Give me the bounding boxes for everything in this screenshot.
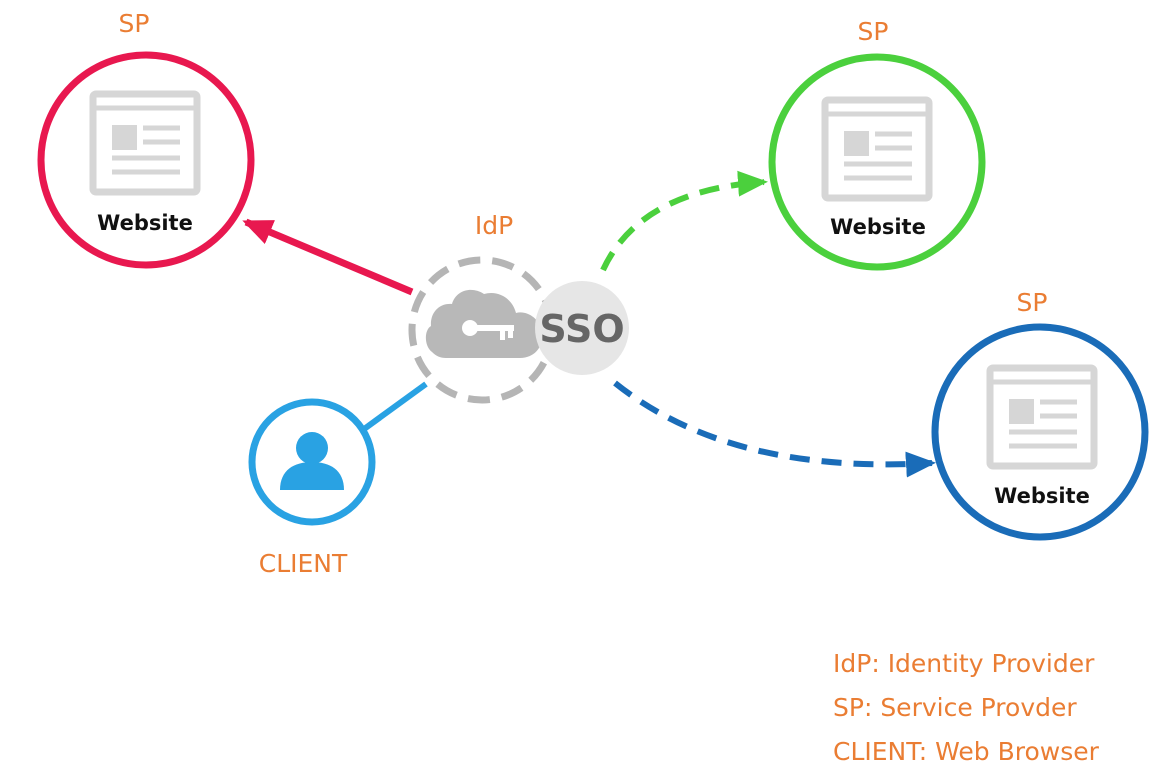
user-icon (280, 432, 344, 490)
idp-node: IdP SSO (408, 211, 629, 404)
legend-item-sp: SP: Service Provder (833, 693, 1077, 722)
sso-badge (535, 281, 629, 375)
sp-node-2: SP Website (768, 17, 986, 271)
browser-page-icon (986, 364, 1098, 470)
sp-node-3: SP Website (931, 288, 1149, 541)
idp-label: IdP (475, 211, 513, 240)
client-to-idp-connector (358, 381, 428, 435)
sp3-role-label: SP (1017, 288, 1048, 317)
client-node: CLIENT (248, 398, 376, 578)
sp1-website-label: Website (97, 211, 193, 235)
client-label: CLIENT (259, 549, 348, 578)
browser-page-icon (821, 96, 933, 202)
sp3-website-label: Website (994, 484, 1090, 508)
idp-to-sp1-arrow (242, 218, 414, 296)
sp1-role-label: SP (119, 9, 150, 38)
sp2-website-label: Website (830, 215, 926, 239)
browser-page-icon (89, 90, 201, 196)
idp-to-sp2-dashed-arrow (600, 170, 768, 272)
sso-badge-text: SSO (539, 307, 624, 351)
idp-to-sp3-dashed-arrow (613, 380, 936, 478)
legend: IdP: Identity Provider SP: Service Provd… (833, 642, 1153, 774)
sp2-role-label: SP (858, 17, 889, 46)
legend-item-client: CLIENT: Web Browser (833, 737, 1099, 766)
legend-item-idp: IdP: Identity Provider (833, 649, 1095, 678)
sp-node-1: SP Website (37, 9, 255, 269)
cloud-key-icon (425, 289, 543, 358)
